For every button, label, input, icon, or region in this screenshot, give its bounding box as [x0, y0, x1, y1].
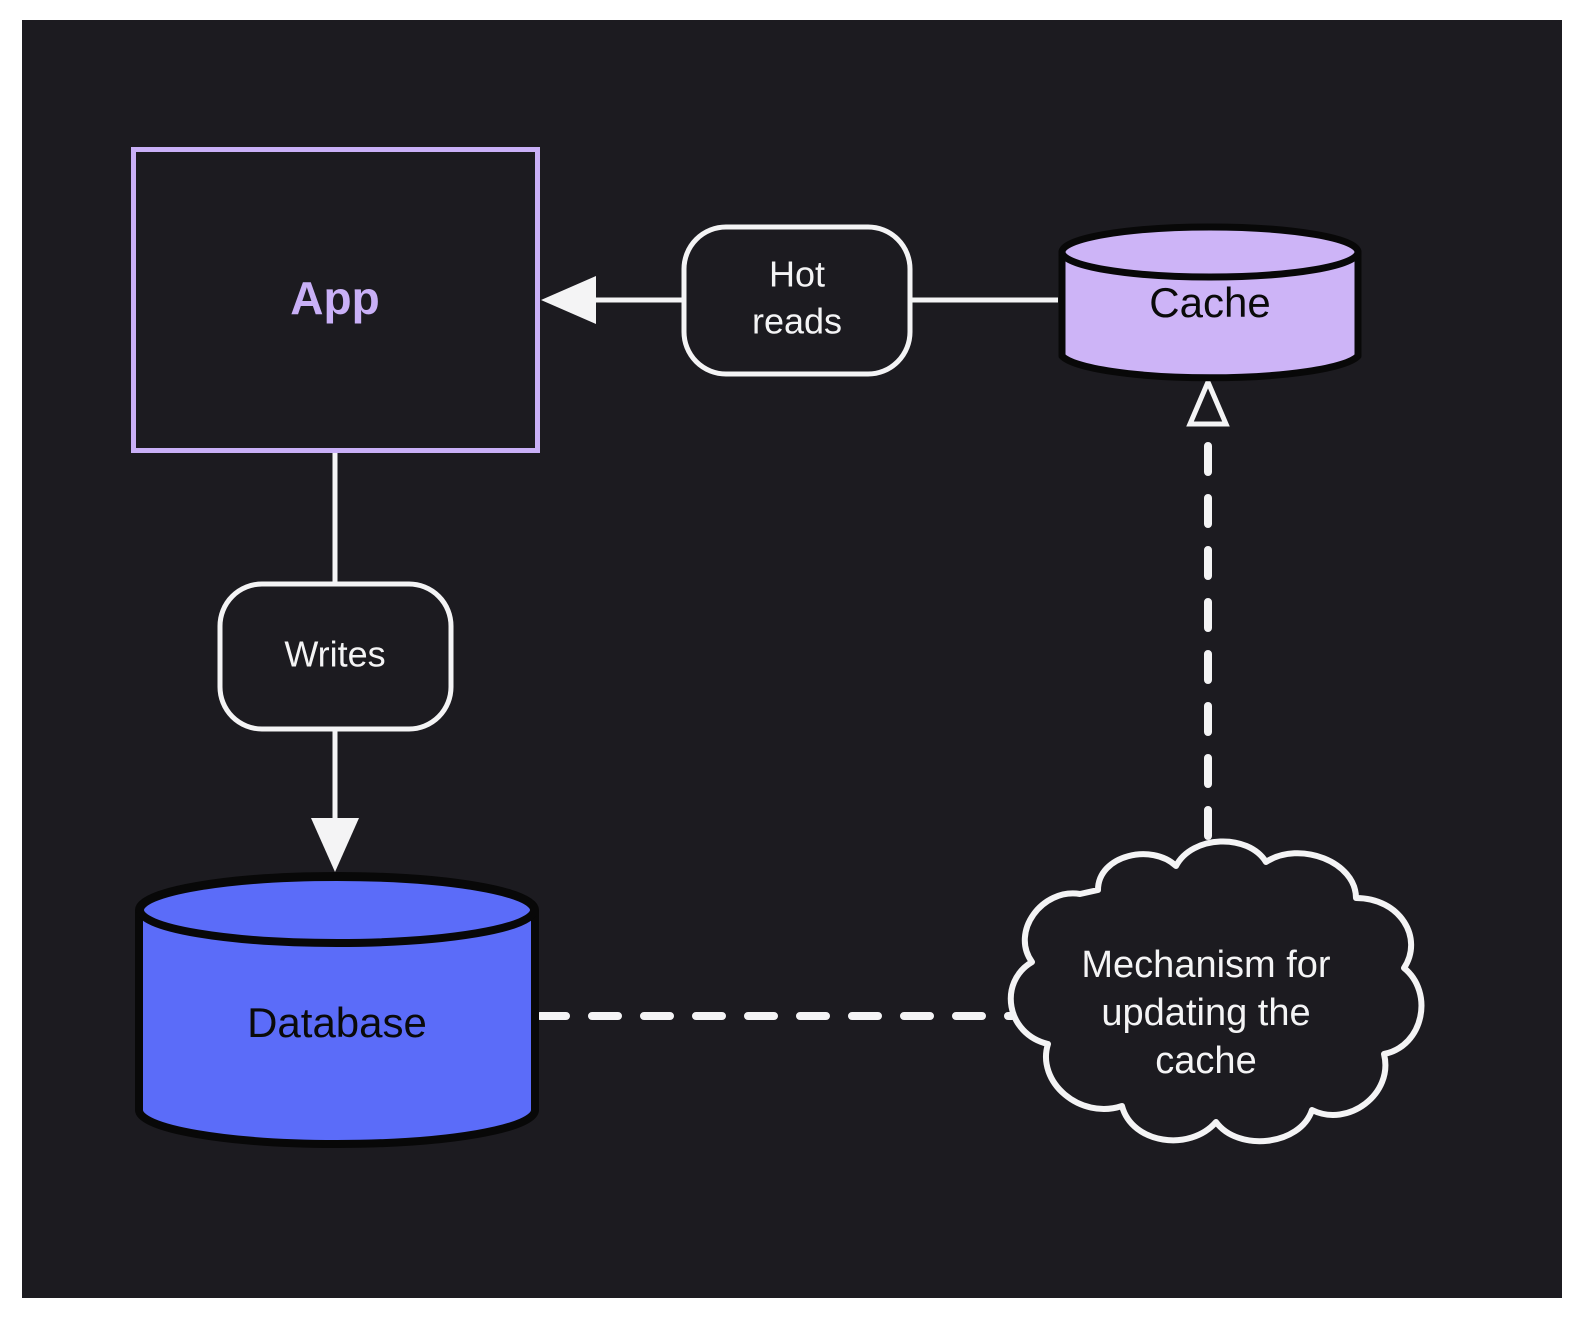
cache-cylinder-top-shape: [1058, 223, 1362, 281]
edge-label-writes[interactable]: Writes: [217, 581, 454, 732]
node-cache[interactable]: Cache: [1058, 223, 1362, 382]
node-mechanism-cloud[interactable]: Mechanism for updating the cache: [1007, 838, 1425, 1145]
node-app[interactable]: App: [131, 147, 540, 453]
cache-label: Cache: [1149, 279, 1270, 326]
edge-mechanism-to-cache[interactable]: [1186, 375, 1230, 892]
app-box-shape: [131, 147, 540, 453]
hot-reads-label-line-2: reads: [752, 301, 842, 342]
cloud-label-line-2: updating the: [1101, 992, 1310, 1034]
database-label: Database: [247, 999, 427, 1046]
writes-label: Writes: [284, 634, 385, 675]
cloud-label-line-3: cache: [1155, 1040, 1256, 1082]
hot-reads-label-line-1: Hot: [769, 254, 825, 295]
edge-hot-reads-arrowhead-icon: [541, 276, 596, 324]
database-cylinder-top-shape: [136, 873, 538, 947]
cloud-label-line-1: Mechanism for: [1081, 944, 1331, 986]
cloud-shape: [1007, 838, 1425, 1145]
app-label: App: [290, 272, 379, 324]
hot-reads-pill-shape: [681, 224, 913, 377]
edge-label-hot-reads[interactable]: Hot reads: [681, 224, 913, 377]
edge-mechanism-to-cache-arrowhead-icon: [1186, 375, 1230, 427]
node-database[interactable]: Database: [135, 872, 539, 1148]
edge-writes-arrowhead-icon: [311, 818, 359, 872]
writes-pill-shape: [217, 581, 454, 732]
